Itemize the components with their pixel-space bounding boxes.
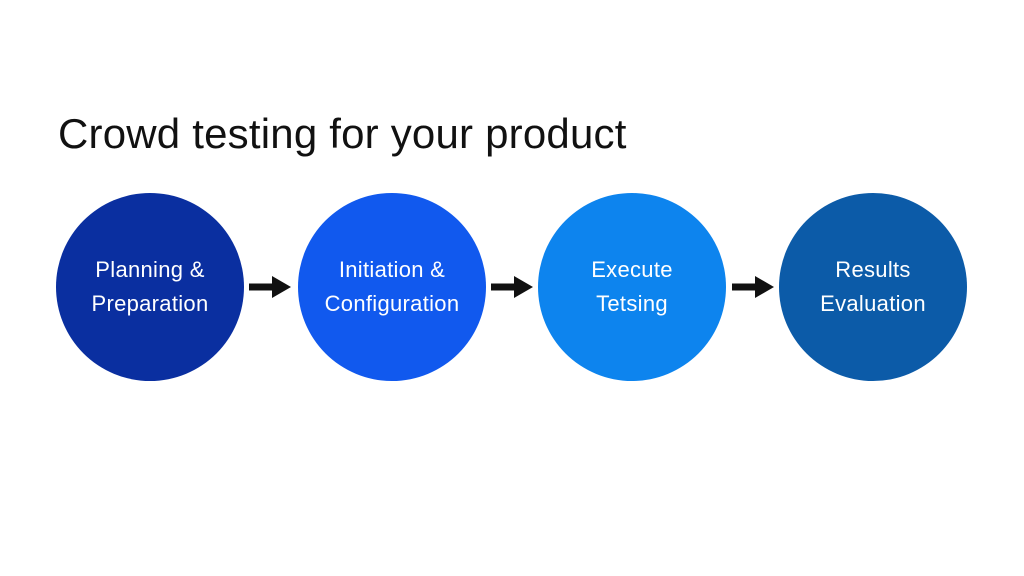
step-circle-planning-preparation: Planning & Preparation bbox=[56, 193, 244, 381]
step-circle-results-evaluation: Results Evaluation bbox=[779, 193, 967, 381]
step-label-line: Planning & bbox=[95, 257, 205, 282]
step-label-line: Execute bbox=[591, 257, 673, 282]
right-arrow-icon bbox=[732, 276, 774, 298]
step-label-line: Evaluation bbox=[820, 291, 926, 316]
step-circle-initiation-configuration: Initiation & Configuration bbox=[298, 193, 486, 381]
step-label-line: Tetsing bbox=[596, 291, 668, 316]
right-arrow-icon bbox=[491, 276, 533, 298]
right-arrow-icon bbox=[249, 276, 291, 298]
step-label-line: Configuration bbox=[324, 291, 460, 316]
step-circle-execute-testing: Execute Tetsing bbox=[538, 193, 726, 381]
step-label-line: Results bbox=[835, 257, 911, 282]
step-label-line: Initiation & bbox=[338, 257, 446, 282]
step-label-line: Preparation bbox=[91, 291, 209, 316]
slide-title: Crowd testing for your product bbox=[58, 110, 627, 158]
